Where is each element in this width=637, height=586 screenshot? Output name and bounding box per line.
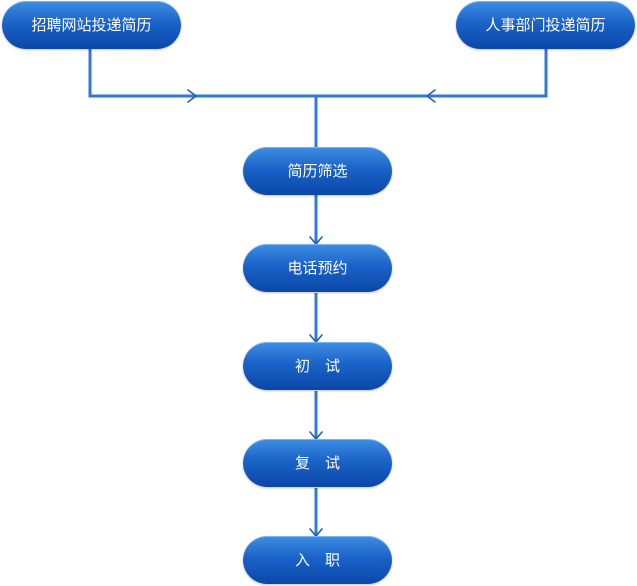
step-node-phone: 电话预约 [243, 244, 392, 292]
arrowhead-right [187, 89, 197, 103]
connector-right-source [316, 48, 548, 98]
source-node-hr-dept: 人事部门投递简历 [456, 1, 635, 49]
connector-left-source [88, 48, 316, 98]
arrowhead-left [426, 89, 436, 103]
step-node-first-interview: 初 试 [243, 342, 392, 390]
step-node-screening: 简历筛选 [243, 147, 392, 195]
step-node-onboarding: 入 职 [243, 536, 392, 584]
step-node-second-interview: 复 试 [243, 439, 392, 487]
source-node-recruit-site: 招聘网站投递简历 [2, 1, 181, 49]
